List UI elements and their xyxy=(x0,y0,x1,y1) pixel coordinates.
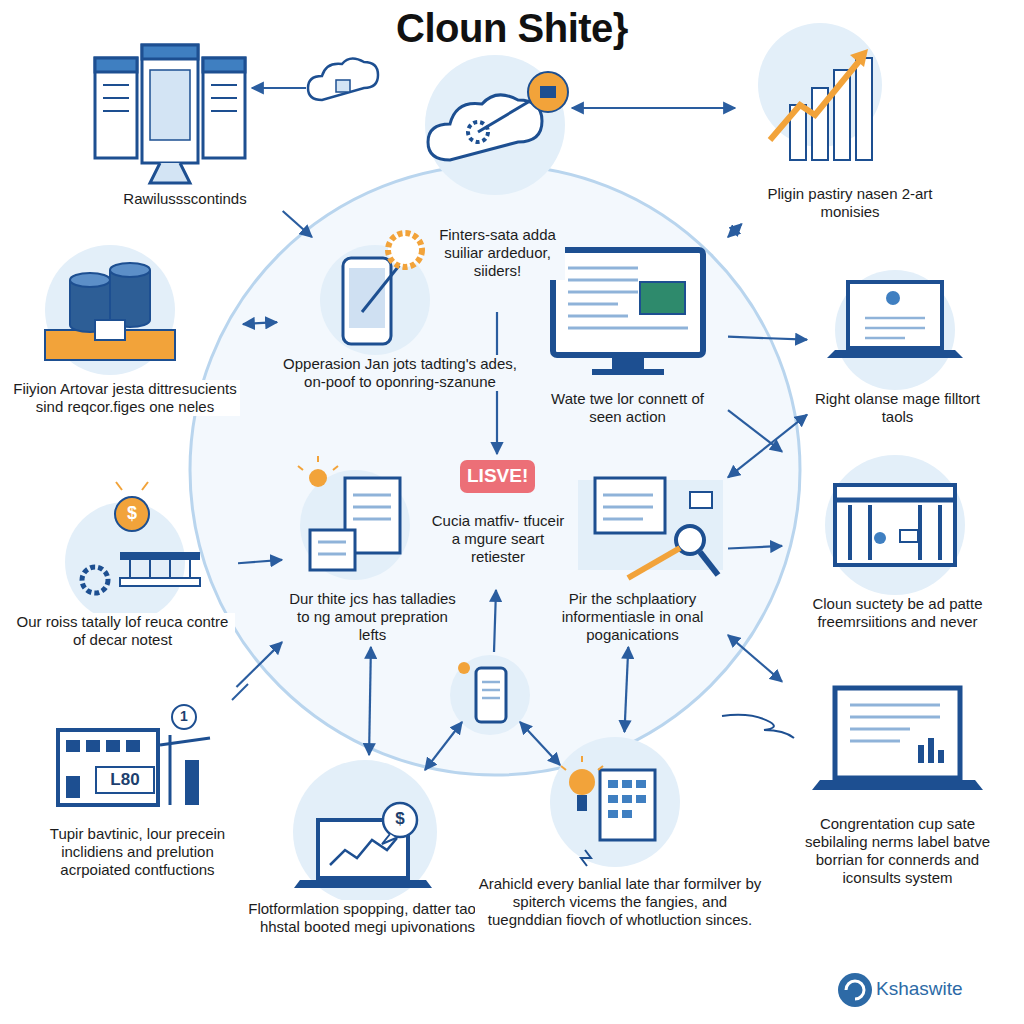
diagram-title: Cloun Shite} xyxy=(0,6,1024,51)
icon-node: Pligin pastiry nasen 2-art monisies xyxy=(740,20,960,221)
node-text: Fiiyion Artovar jesta dittresucients sin… xyxy=(10,380,240,416)
icon-node: Cloun suctety be ad patte freemrsiitions… xyxy=(785,450,1010,631)
connector-arrow xyxy=(728,337,807,340)
coin-icon xyxy=(65,482,200,622)
laptop-icon xyxy=(827,270,963,390)
currency-symbol: $ xyxy=(390,809,410,829)
node-text: Congrentation cup sate sebilaling nerms … xyxy=(785,815,1010,887)
leader-line xyxy=(232,684,248,700)
small-cloud xyxy=(308,58,378,100)
connector-arrow xyxy=(728,546,782,549)
note-text: Cucia matfiv- tfuceir a mgure seart reti… xyxy=(428,512,568,566)
phone-gear-icon xyxy=(320,233,430,355)
document-icon xyxy=(298,456,410,580)
currency-symbol: $ xyxy=(122,503,142,525)
icon-node: Rawilussscontinds xyxy=(60,40,310,208)
cloud-gear-icon xyxy=(425,55,568,195)
icon-node: Fiiyion Artovar jesta dittresucients sin… xyxy=(10,245,240,416)
callout-number: 1 xyxy=(175,708,193,725)
big-circle xyxy=(190,165,800,775)
icon-node: Right olanse mage filltort taols xyxy=(810,260,985,426)
laptop-icon xyxy=(722,688,983,790)
connector-arrow xyxy=(238,560,282,563)
icon-node: Our roiss tatally lof reuca contre of de… xyxy=(10,495,235,649)
connector-arrow xyxy=(728,635,782,681)
node-text: Pligin pastiry nasen 2-art monisies xyxy=(740,185,960,221)
icon-node: Congrentation cup sate sebilaling nerms … xyxy=(785,675,1010,887)
database-icon xyxy=(45,245,175,375)
connector-arrow xyxy=(728,415,807,478)
connector-arrow xyxy=(624,647,628,732)
node-text: Rawilussscontinds xyxy=(120,190,249,208)
node-text: Our roiss tatally lof reuca contre of de… xyxy=(10,613,235,649)
laptop-chart-icon xyxy=(293,760,437,904)
node-text: Dur thite jcs has talladies to ng amout … xyxy=(285,590,460,644)
monitor-icon xyxy=(553,250,703,375)
node-text: Right olanse mage filltort taols xyxy=(810,390,985,426)
badge-box: LISVE! xyxy=(460,460,535,493)
connector-arrow xyxy=(243,322,277,324)
node-text: Arahicld every banlial late thar formilv… xyxy=(475,875,765,929)
connector-arrow xyxy=(283,211,312,237)
sign-text: L80 xyxy=(98,770,152,790)
node-text: Cloun suctety be ad patte freemrsiitions… xyxy=(785,595,1010,631)
connector-arrow xyxy=(369,647,371,755)
node-text: Wate twe lor connett of seen action xyxy=(530,390,725,426)
bulb-grid-icon xyxy=(550,737,680,867)
search-document-icon xyxy=(578,478,723,578)
growth-chart-icon xyxy=(758,23,882,160)
node-text: Tupir bavtinic, lour precein inclidiens … xyxy=(40,825,235,879)
node-text: Flotformlation spopping, datter taols hh… xyxy=(240,900,495,936)
watermark: Kshaswite xyxy=(876,978,1016,1001)
connector-arrow xyxy=(728,410,782,452)
icon-node: Flotformlation spopping, datter taols hh… xyxy=(240,758,495,936)
node-text: Pir the schplaatiory informentiasle in o… xyxy=(540,590,725,644)
arrow xyxy=(572,107,735,109)
node-text: LISVE! xyxy=(464,465,531,488)
note-text: Finters-sata adda suiliar ardeduor, siid… xyxy=(430,226,565,280)
icon-node: Arahicld every banlial late thar formilv… xyxy=(475,735,765,929)
watermark-logo xyxy=(838,973,872,1007)
arrow xyxy=(252,87,306,89)
connector-arrow xyxy=(236,642,282,687)
server-icon xyxy=(95,45,245,183)
institution-icon xyxy=(825,455,965,595)
building-icon xyxy=(58,705,210,805)
node-text: Opperasion Jan jots tadting's ades, on-p… xyxy=(280,355,520,391)
connector-arrow xyxy=(728,224,742,237)
